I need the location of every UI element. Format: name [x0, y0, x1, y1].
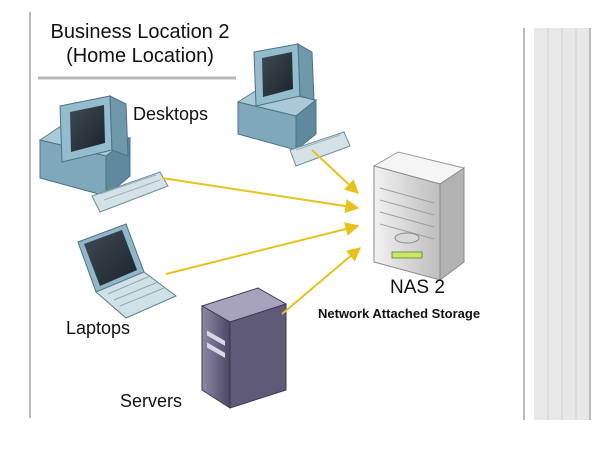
servers-label: Servers [120, 391, 183, 411]
arrow-desktop-to-nas [311, 149, 360, 194]
nas-device-icon [372, 151, 466, 281]
location-title-line1: Business Location 2 [50, 21, 230, 43]
location-title: Business Location 2 (Home Location) [44, 20, 236, 68]
desktop-computer-icon [38, 95, 169, 213]
nas-label: NAS 2 [390, 277, 445, 298]
desktops-label: Desktops [133, 104, 209, 124]
laptop-icon [77, 223, 177, 319]
frame-lines [29, 12, 591, 420]
nas-description: Network Attached Storage [318, 306, 481, 321]
arrow-server-to-nas [281, 247, 362, 315]
arrow-desktop-to-nas [161, 177, 360, 214]
connection-arrows [161, 149, 362, 315]
server-tower-icon [200, 287, 288, 409]
arrow-laptop-to-nas [165, 222, 360, 275]
laptops-label: Laptops [66, 318, 131, 338]
desktop-computer-icon [236, 43, 351, 167]
location-title-line2: (Home Location) [66, 45, 214, 67]
